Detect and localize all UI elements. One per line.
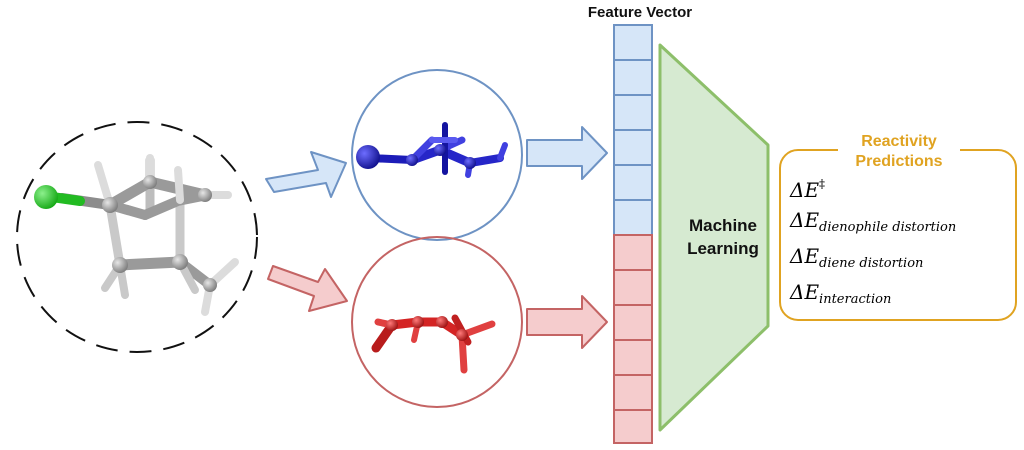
ml-label-line1: Machine <box>688 216 758 235</box>
prediction-item: ΔEdiene distortion <box>790 238 1020 274</box>
arrow-dienophile-to-vector <box>526 295 608 349</box>
prediction-sub: dienophile distortion <box>819 220 957 235</box>
predictions-list: ΔE‡ ΔEdienophile distortion ΔEdiene dist… <box>790 166 1020 310</box>
prediction-sub: diene distortion <box>819 256 924 271</box>
reactivity-title-line1: Reactivity <box>861 133 937 150</box>
reactivity-title-line2: Predictions <box>855 153 943 170</box>
reactivity-predictions-title: Reactivity Predictions <box>838 132 960 172</box>
machine-learning-label: Machine Learning <box>668 214 778 260</box>
feature-vector-red <box>613 234 653 444</box>
prediction-symbol: ΔE <box>790 244 820 268</box>
arrow-to-dienophile <box>267 265 348 312</box>
dashed-circle <box>16 121 258 353</box>
red-circle <box>351 236 523 408</box>
ml-label-line2: Learning <box>687 239 759 258</box>
prediction-item: ΔEinteraction <box>790 274 1020 310</box>
arrow-to-diene <box>265 151 347 198</box>
full-molecule <box>16 121 258 353</box>
arrow-diene-to-vector <box>526 126 608 180</box>
feature-vector-blue <box>613 24 653 236</box>
prediction-item: ΔEdienophile distortion <box>790 202 1020 238</box>
prediction-item: ΔE‡ <box>790 166 1020 202</box>
prediction-symbol: ΔE <box>790 178 820 202</box>
prediction-sup: ‡ <box>819 177 826 191</box>
feature-vector <box>613 24 653 444</box>
machine-learning-block <box>658 43 770 432</box>
dienophile-fragment <box>351 236 523 408</box>
prediction-symbol: ΔE <box>790 208 820 232</box>
feature-vector-title: Feature Vector <box>587 4 693 21</box>
blue-circle <box>351 69 523 241</box>
diene-fragment <box>351 69 523 241</box>
prediction-sub: interaction <box>819 292 892 307</box>
prediction-symbol: ΔE <box>790 280 820 304</box>
